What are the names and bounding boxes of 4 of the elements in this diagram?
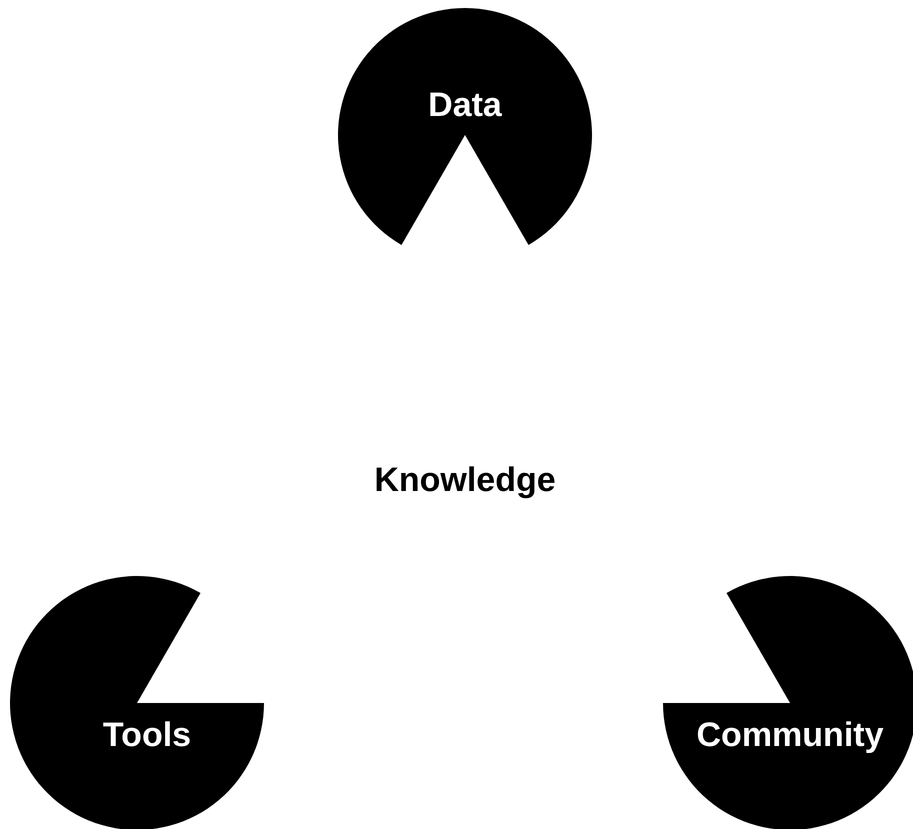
- node-label: Data: [428, 88, 502, 122]
- node-label: Community: [696, 718, 884, 752]
- node-label: Tools: [102, 718, 192, 752]
- center-label: Knowledge: [374, 463, 556, 497]
